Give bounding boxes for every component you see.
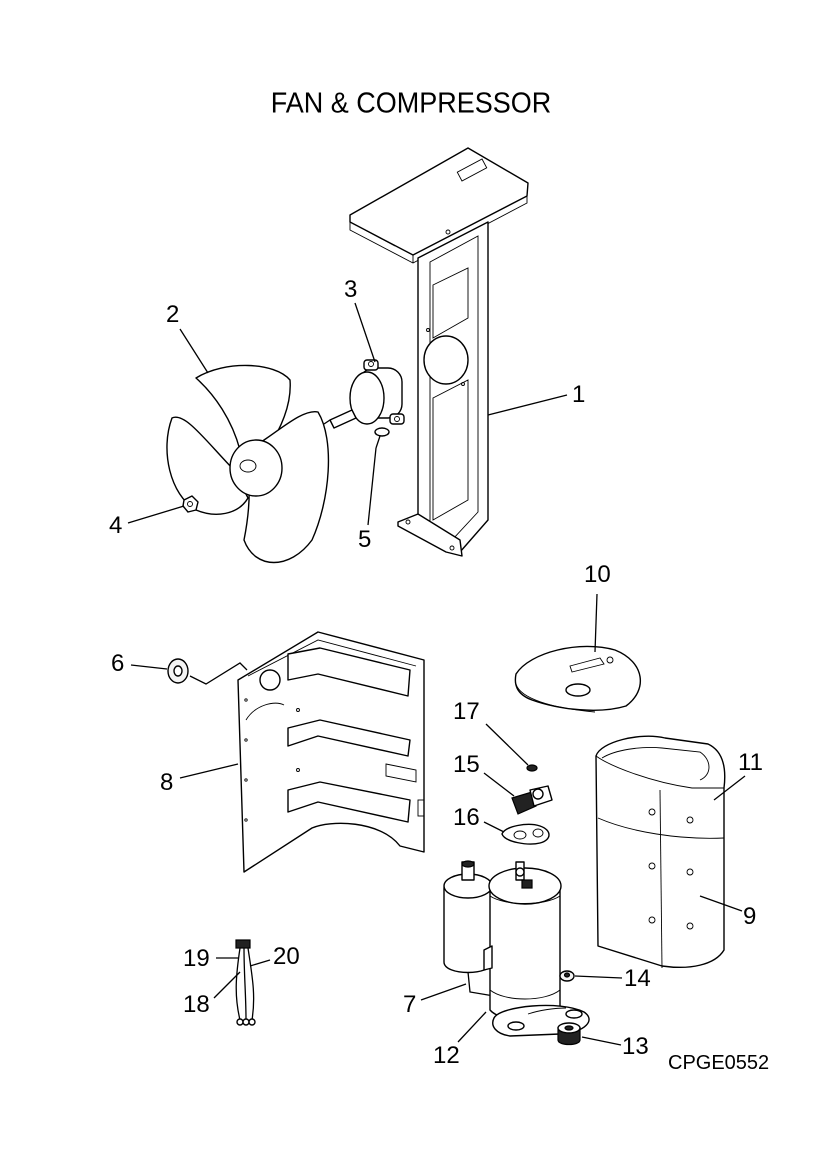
callout-5: 5 <box>358 526 372 553</box>
callout-20: 20 <box>273 943 300 970</box>
compressor-part <box>443 860 590 1037</box>
callout-8: 8 <box>160 769 174 796</box>
callout-18: 18 <box>183 991 210 1018</box>
callout-19: 19 <box>183 945 210 972</box>
fan-motor-part <box>323 359 405 429</box>
callout-16: 16 <box>453 804 480 831</box>
leader-lines <box>127 302 746 1046</box>
callout-12: 12 <box>433 1042 460 1069</box>
callout-10: 10 <box>584 561 611 588</box>
grommet-part <box>167 658 248 685</box>
callout-11: 11 <box>738 749 763 776</box>
callout-13: 13 <box>622 1033 649 1060</box>
callout-2: 2 <box>166 301 180 328</box>
partition-panel-part <box>237 631 425 873</box>
compressor-nut-part <box>559 970 575 982</box>
callout-3: 3 <box>344 276 358 303</box>
compressor-insulation-part <box>595 735 726 969</box>
callout-9: 9 <box>743 903 757 930</box>
callout-7: 7 <box>403 991 417 1018</box>
callout-14: 14 <box>624 965 651 992</box>
terminal-nut-part <box>526 764 538 772</box>
rubber-mount-part <box>557 1022 581 1046</box>
callout-17: 17 <box>453 698 480 725</box>
terminal-gasket-part <box>501 823 550 845</box>
diagram-title: FAN & COMPRESSOR <box>270 87 552 119</box>
wire-harness-part <box>235 939 256 1026</box>
callout-4: 4 <box>109 512 123 539</box>
callout-6: 6 <box>111 650 125 677</box>
motor-bracket-part <box>349 147 529 557</box>
callout-1: 1 <box>572 381 586 408</box>
motor-screw-part <box>374 427 390 449</box>
fan-blade-part <box>166 364 330 564</box>
callout-15: 15 <box>453 751 480 778</box>
drawing-code: CPGE0552 <box>668 1052 770 1074</box>
sound-insulation-top-part <box>514 645 641 713</box>
terminal-cover-part <box>511 785 553 815</box>
